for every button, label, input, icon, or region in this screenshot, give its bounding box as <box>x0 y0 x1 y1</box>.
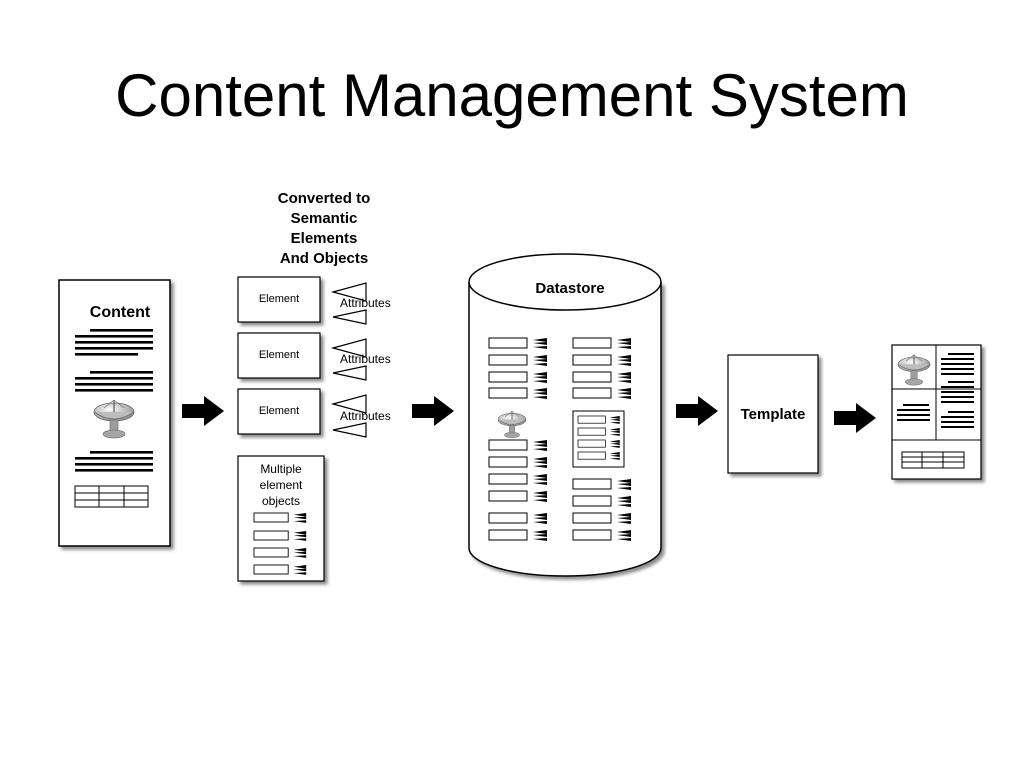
heading-line-2: Semantic <box>291 210 358 227</box>
element-box-3: Element Attributes <box>237 388 391 438</box>
attributes-label: Attributes <box>340 409 391 423</box>
element-label: Element <box>259 405 299 417</box>
text-lines-3 <box>75 451 153 472</box>
object-record <box>253 530 307 542</box>
template-label: Template <box>741 406 806 423</box>
attribute-wedge <box>330 282 367 302</box>
content-page: Content <box>58 279 171 547</box>
multiple-line-3: objects <box>262 494 300 508</box>
arrow-to-template <box>676 396 718 426</box>
object-record <box>253 564 307 576</box>
attribute-wedge <box>330 338 367 358</box>
arrow-to-output <box>834 403 876 433</box>
output-page <box>891 344 982 480</box>
arrow-to-datastore <box>412 396 454 426</box>
object-record <box>253 512 307 524</box>
attribute-wedge <box>332 365 367 381</box>
attribute-wedge <box>332 422 367 438</box>
element-label: Element <box>259 293 299 305</box>
text-lines-2 <box>75 371 153 392</box>
object-record <box>253 547 307 559</box>
multiple-line-1: Multiple <box>260 462 302 476</box>
attributes-label: Attributes <box>340 296 391 310</box>
multiple-element-objects: Multiple element objects <box>237 455 325 582</box>
content-table <box>74 485 149 508</box>
datastore: Datastore <box>468 253 662 577</box>
attribute-wedge <box>332 309 367 325</box>
attributes-label: Attributes <box>340 352 391 366</box>
content-label: Content <box>90 304 151 321</box>
datastore-label: Datastore <box>535 280 604 297</box>
arrow-to-elements <box>182 396 224 426</box>
output-text-lines <box>897 353 974 428</box>
attribute-wedge <box>330 394 367 414</box>
element-label: Element <box>259 349 299 361</box>
heading-line-4: And Objects <box>280 250 368 267</box>
heading-line-1: Converted to <box>278 190 371 207</box>
element-box-1: Element Attributes <box>237 276 391 325</box>
output-table <box>901 451 965 469</box>
template-box: Template <box>727 354 819 474</box>
datastore-object-group <box>572 410 625 468</box>
heading-line-3: Elements <box>291 230 358 247</box>
text-lines-1 <box>75 329 153 356</box>
conversion-heading: Converted to Semantic Elements And Objec… <box>278 190 371 267</box>
multiple-line-2: element <box>260 478 303 492</box>
page-title: Content Management System <box>115 62 909 129</box>
element-box-2: Element Attributes <box>237 332 391 381</box>
